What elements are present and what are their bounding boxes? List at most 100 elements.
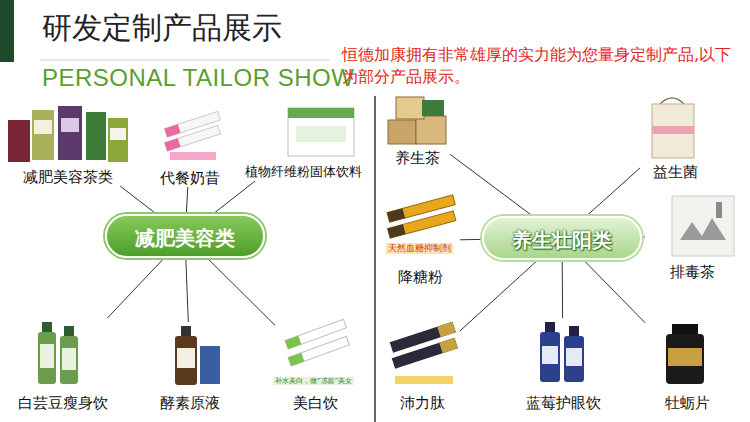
fiber-box-picture-part [288,108,354,156]
health-tea-picture [388,97,446,144]
header-decoration [0,0,330,62]
spoke-line [207,258,275,325]
category-pill: 养生壮阳类 [482,216,642,260]
divider-line [375,96,376,422]
sugar-powder-sticks-picture [387,195,456,238]
probiotic-bag-picture-part [652,126,694,134]
product-item: 牡蛎片 [645,320,730,412]
header-decoration-part [40,60,330,61]
product-item: 养生茶 [385,93,450,167]
detox-tea-bag-picture-part [680,218,726,240]
enzyme-bottle-picture-part [175,336,197,385]
health-tea-picture-part [396,97,424,119]
spoke-line [587,168,641,216]
spoke-line [460,239,482,240]
product-name: 植物纤维粉固体饮料 [245,163,362,181]
spoke-line [642,237,645,238]
spoke-line [584,260,645,323]
sugar-powder-sticks-picture-part-part [388,211,456,238]
fiber-box-picture-part [288,108,354,118]
spoke-line [186,187,188,214]
product-tagline: 天然血糖抑制剂 [386,243,453,254]
bean-drink-bottles-picture [38,322,78,384]
tea-boxes-picture-part [108,118,128,162]
product-name: 益生菌 [653,163,698,181]
product-item: 美白饮 [275,318,355,412]
blueberry-bottles-picture-part [545,322,555,332]
whitening-sticks-picture-part-part [288,353,304,366]
product-item: 酵素原液 [150,322,230,412]
product-name: 牡蛎片 [665,394,710,412]
tea-boxes-picture-part [32,110,54,160]
shake-sticks-picture-part-part [164,138,180,151]
shake-sticks-picture-part [164,125,220,151]
page-title: 研发定制产品展示 [42,8,282,48]
peptide-sticks-picture [390,322,458,384]
shake-sticks-picture-part-part [164,124,180,137]
peptide-sticks-picture-part [392,338,458,369]
product-item: 代餐奶昔 [150,110,230,187]
tea-boxes-picture-part [86,112,106,160]
peptide-sticks-picture-part [395,376,453,384]
health-tea-picture-part [416,116,446,144]
sugar-powder-sticks-picture-part [388,211,456,238]
product-item: 益生菌 [640,92,710,181]
enzyme-bottle-picture-part [181,326,191,336]
enzyme-bottle-picture-part [200,346,220,384]
bean-drink-bottles-picture-part [62,348,76,370]
probiotic-bag-picture [652,98,694,158]
spoke-line [186,258,189,322]
product-item: 排毒茶 [645,192,740,281]
shake-sticks-picture-part-part [164,125,220,151]
blueberry-bottles-picture-part [540,332,560,382]
product-name: 代餐奶昔 [160,169,220,187]
product-name: 美白饮 [293,394,338,412]
spoke-line [450,154,533,216]
shake-sticks-picture-part [170,152,216,160]
sugar-powder-sticks-picture-part-part [388,224,406,238]
fiber-box-picture [288,108,354,156]
product-item: 白芸豆瘦身饮 [15,318,111,412]
health-tea-picture-part [422,100,444,116]
bean-drink-bottles-picture-part [60,336,78,384]
divider-line-part [374,96,376,422]
whitening-sticks-picture [285,319,349,366]
detox-tea-bag-picture-part [672,196,734,256]
product-item: 植物纤维粉固体饮料 [242,105,365,181]
product-name: 排毒茶 [670,263,715,281]
bean-drink-bottles-picture-part [42,322,52,332]
product-name: 养生茶 [395,149,440,167]
bean-drink-bottles-picture-part [40,344,54,368]
tea-boxes-picture-part [110,128,126,140]
blueberry-bottles-picture-part [569,326,579,336]
probiotic-bag-picture-part [660,98,684,104]
spoke-line [460,260,538,331]
tea-boxes-picture-part [58,106,82,160]
peptide-sticks-picture-part-part [439,338,458,353]
oyster-bottle-picture-part [666,334,704,384]
peptide-sticks-picture-part-part [437,322,456,337]
blueberry-bottles-picture-part [564,336,584,382]
product-name: 蓝莓护眼饮 [526,394,601,412]
category-name: 养生壮阳类 [512,228,612,252]
intro-note: 恒德加康拥有非常雄厚的实力能为您量身定制产品,以下为部分产品展示。 [342,44,746,88]
whitening-sticks-picture-part-part [285,336,301,349]
tea-boxes-picture-part [34,120,52,134]
oyster-bottle-picture [666,324,704,384]
tea-boxes-picture-part [61,118,79,132]
peptide-sticks-picture-part-part [392,338,458,369]
product-name: 降糖粉 [398,268,443,286]
product-item: 减肥美容茶类 [5,105,130,186]
blueberry-bottles-picture [540,322,584,382]
fiber-box-picture-part [296,126,346,142]
tea-boxes-picture [8,106,128,162]
oyster-bottle-picture-part [672,324,698,334]
category-name: 减肥美容类 [135,226,235,250]
blueberry-bottles-picture-part [542,346,558,364]
spoke-line [562,260,563,318]
product-name: 酵素原液 [160,394,220,412]
product-name: 白芸豆瘦身饮 [18,394,108,412]
spoke-line [120,186,156,214]
bean-drink-bottles-picture-part [38,332,56,384]
product-item: 降糖粉 [380,195,460,286]
